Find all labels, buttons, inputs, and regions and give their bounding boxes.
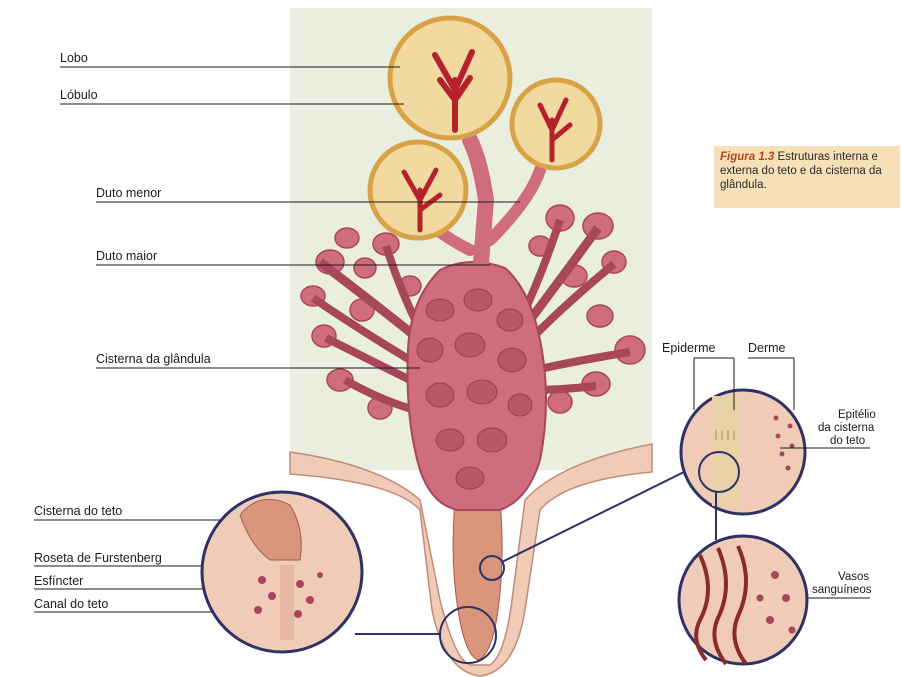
label-lobe: Lobo [60,51,88,65]
label-furstenberg-rosette: Roseta de Furstenberg [34,551,162,565]
label-epithelium-line1: Epitélio [838,409,876,421]
label-lobule: Lóbulo [60,88,98,102]
label-major-duct: Duto maior [96,249,157,263]
blood-vessels-magnified-circle [679,536,807,664]
label-epidermis: Epiderme [662,341,716,355]
figure-number: Figura 1.3 [720,151,774,163]
label-vessels-line2: sanguíneos [812,584,872,596]
label-dermis: Derme [748,341,786,355]
label-minor-duct: Duto menor [96,186,161,200]
teat-wall-magnified-circle [681,390,805,514]
label-gland-cistern: Cisterna da glândula [96,352,211,366]
label-teat-cistern: Cisterna do teto [34,504,122,518]
label-teat-canal: Canal do teto [34,597,108,611]
teat-tip-magnified-circle [202,492,362,652]
label-epithelium-line3: do teto [830,435,865,447]
label-sphincter: Esfíncter [34,574,83,588]
label-vessels-line1: Vasos [838,571,869,583]
label-epithelium-line2: da cisterna [818,422,875,434]
figure-caption: Figura 1.3 Estruturas interna e externa … [714,146,900,208]
